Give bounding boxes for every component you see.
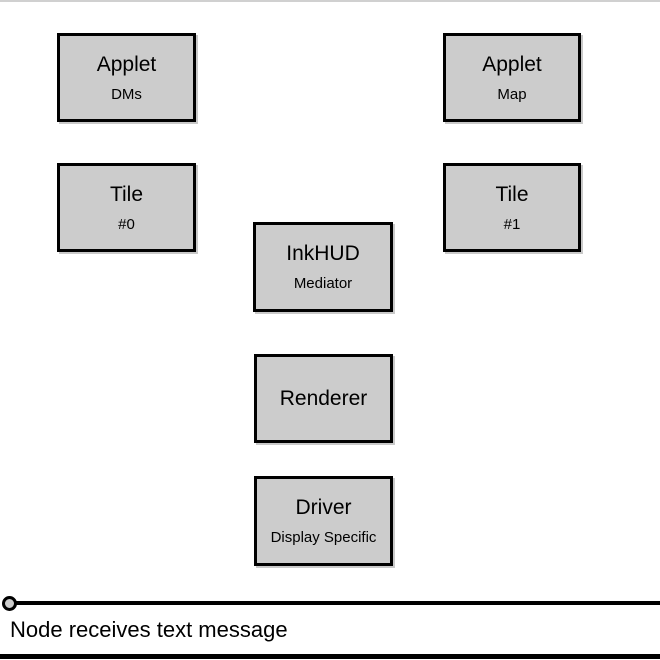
box-subtitle: #1	[503, 215, 521, 233]
box-subtitle: #0	[118, 215, 135, 233]
box-title: Applet	[482, 52, 542, 76]
box-title: InkHUD	[286, 242, 360, 265]
box-renderer: Renderer	[254, 354, 393, 443]
box-tile-0: Tile #0	[57, 163, 196, 252]
box-subtitle: Map	[497, 85, 527, 103]
timeline-line	[8, 601, 660, 605]
box-driver: Driver Display Specific	[254, 476, 393, 566]
box-tile-1: Tile #1	[443, 163, 581, 252]
top-border-line	[0, 0, 660, 2]
box-title: Tile	[109, 182, 144, 206]
box-applet-map: Applet Map	[443, 33, 581, 122]
box-inkhud-mediator: InkHUD Mediator	[253, 222, 393, 312]
box-subtitle: Display Specific	[270, 529, 377, 546]
bottom-border-line	[0, 654, 660, 659]
box-subtitle: DMs	[111, 85, 142, 103]
timeline-event-label: Node receives text message	[10, 617, 288, 642]
timeline-start-marker-icon	[2, 596, 17, 611]
box-title: Renderer	[279, 386, 368, 410]
box-applet-dms: Applet DMs	[57, 33, 196, 122]
box-title: Tile	[495, 182, 529, 206]
box-subtitle: Mediator	[293, 275, 353, 292]
box-title: Applet	[96, 52, 157, 76]
box-title: Driver	[295, 496, 352, 519]
